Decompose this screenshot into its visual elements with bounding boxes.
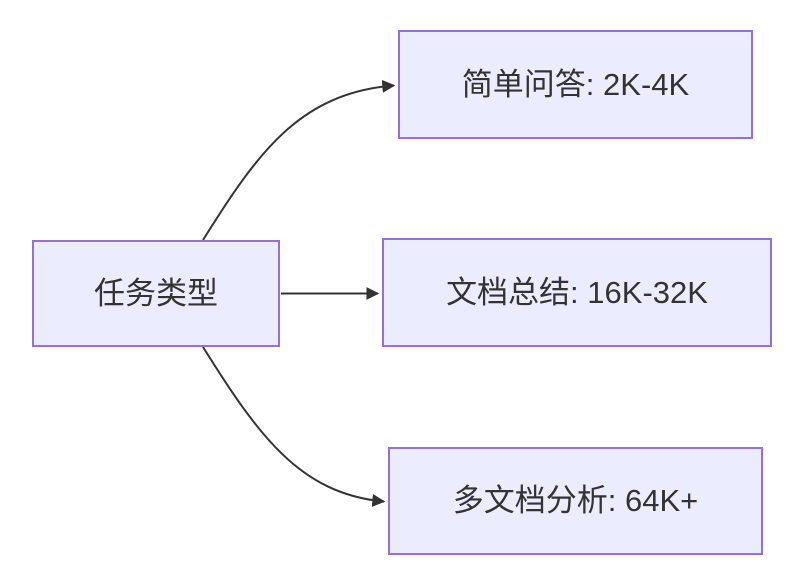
edge-task-type-to-simple-qa <box>202 79 396 241</box>
edge-task-type-to-multi-doc-analysis <box>202 346 386 507</box>
node-task-type-label: 任务类型 <box>94 275 218 311</box>
node-doc-summary: 文档总结: 16K-32K <box>382 238 772 347</box>
node-multi-doc-analysis-label: 多文档分析: 64K+ <box>452 483 699 519</box>
node-simple-qa: 简单问答: 2K-4K <box>398 30 753 139</box>
node-task-type: 任务类型 <box>32 240 280 347</box>
node-doc-summary-label: 文档总结: 16K-32K <box>446 274 708 310</box>
node-simple-qa-label: 简单问答: 2K-4K <box>461 66 690 102</box>
node-multi-doc-analysis: 多文档分析: 64K+ <box>388 447 763 555</box>
